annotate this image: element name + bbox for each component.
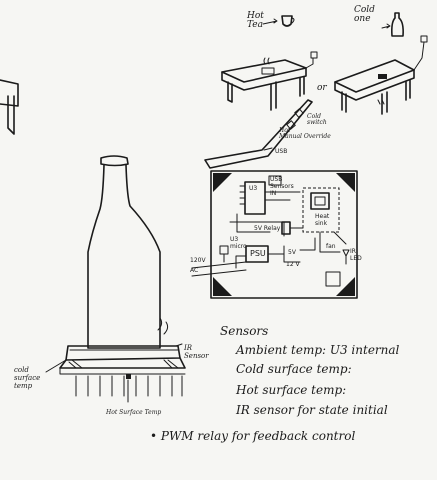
sensors-in-label: USB Sensors IN	[270, 176, 294, 197]
left-edge-table	[0, 79, 19, 135]
fan-label: fan	[326, 243, 336, 250]
psu-box	[235, 245, 285, 269]
heat-sink	[302, 187, 340, 233]
bottle	[87, 155, 161, 349]
sensor-ambient: Ambient temp: U3 internal	[236, 343, 400, 357]
coaster-base	[45, 317, 186, 403]
fan-ir-led	[333, 231, 350, 265]
ir-led-label: IR LED	[350, 248, 362, 262]
cold-surface-label: cold surface temp	[14, 366, 41, 390]
small-bottle-icon	[381, 12, 404, 37]
ac-input	[191, 261, 247, 277]
tea-cup-icon	[262, 15, 295, 27]
enclosure-board	[210, 170, 358, 299]
hot-label: Hot Tea	[247, 11, 264, 30]
cold-table	[334, 35, 428, 115]
relay-wiring	[229, 213, 341, 263]
ac-label: 120V AC	[190, 257, 206, 274]
pwm-note: • PWM relay for feedback control	[150, 429, 356, 443]
usb-switch-strip	[204, 99, 313, 169]
v12-label: 12 V	[286, 261, 300, 268]
sensor-cold: Cold surface temp:	[236, 362, 352, 376]
relay-label: 5V Relay	[254, 225, 281, 232]
hot-surface-label: Hot Surface Temp	[106, 409, 162, 416]
psu-label: PSU	[250, 249, 266, 258]
cold-label: Cold one	[354, 5, 375, 24]
sensor-hot: Hot surface temp:	[236, 383, 347, 397]
heat-sink-label: Heat sink	[315, 213, 330, 227]
v5-label: 5V	[288, 249, 296, 256]
cold-switch-label: Cold switch	[307, 113, 327, 126]
micro-label: U3 micro	[230, 236, 247, 250]
ir-sensor-label: IR Sensor	[184, 344, 209, 360]
or-label: or	[317, 83, 327, 93]
sensors-title: Sensors	[220, 324, 269, 338]
hot-table	[221, 51, 318, 111]
u3-board	[239, 175, 301, 215]
sensor-ir: IR sensor for state initial	[236, 403, 388, 417]
u3-label: U3	[249, 185, 258, 192]
usb-label: USB	[275, 148, 288, 155]
micro-u3	[219, 245, 229, 263]
hot-switch-label: Hot Manual Override	[279, 127, 331, 140]
